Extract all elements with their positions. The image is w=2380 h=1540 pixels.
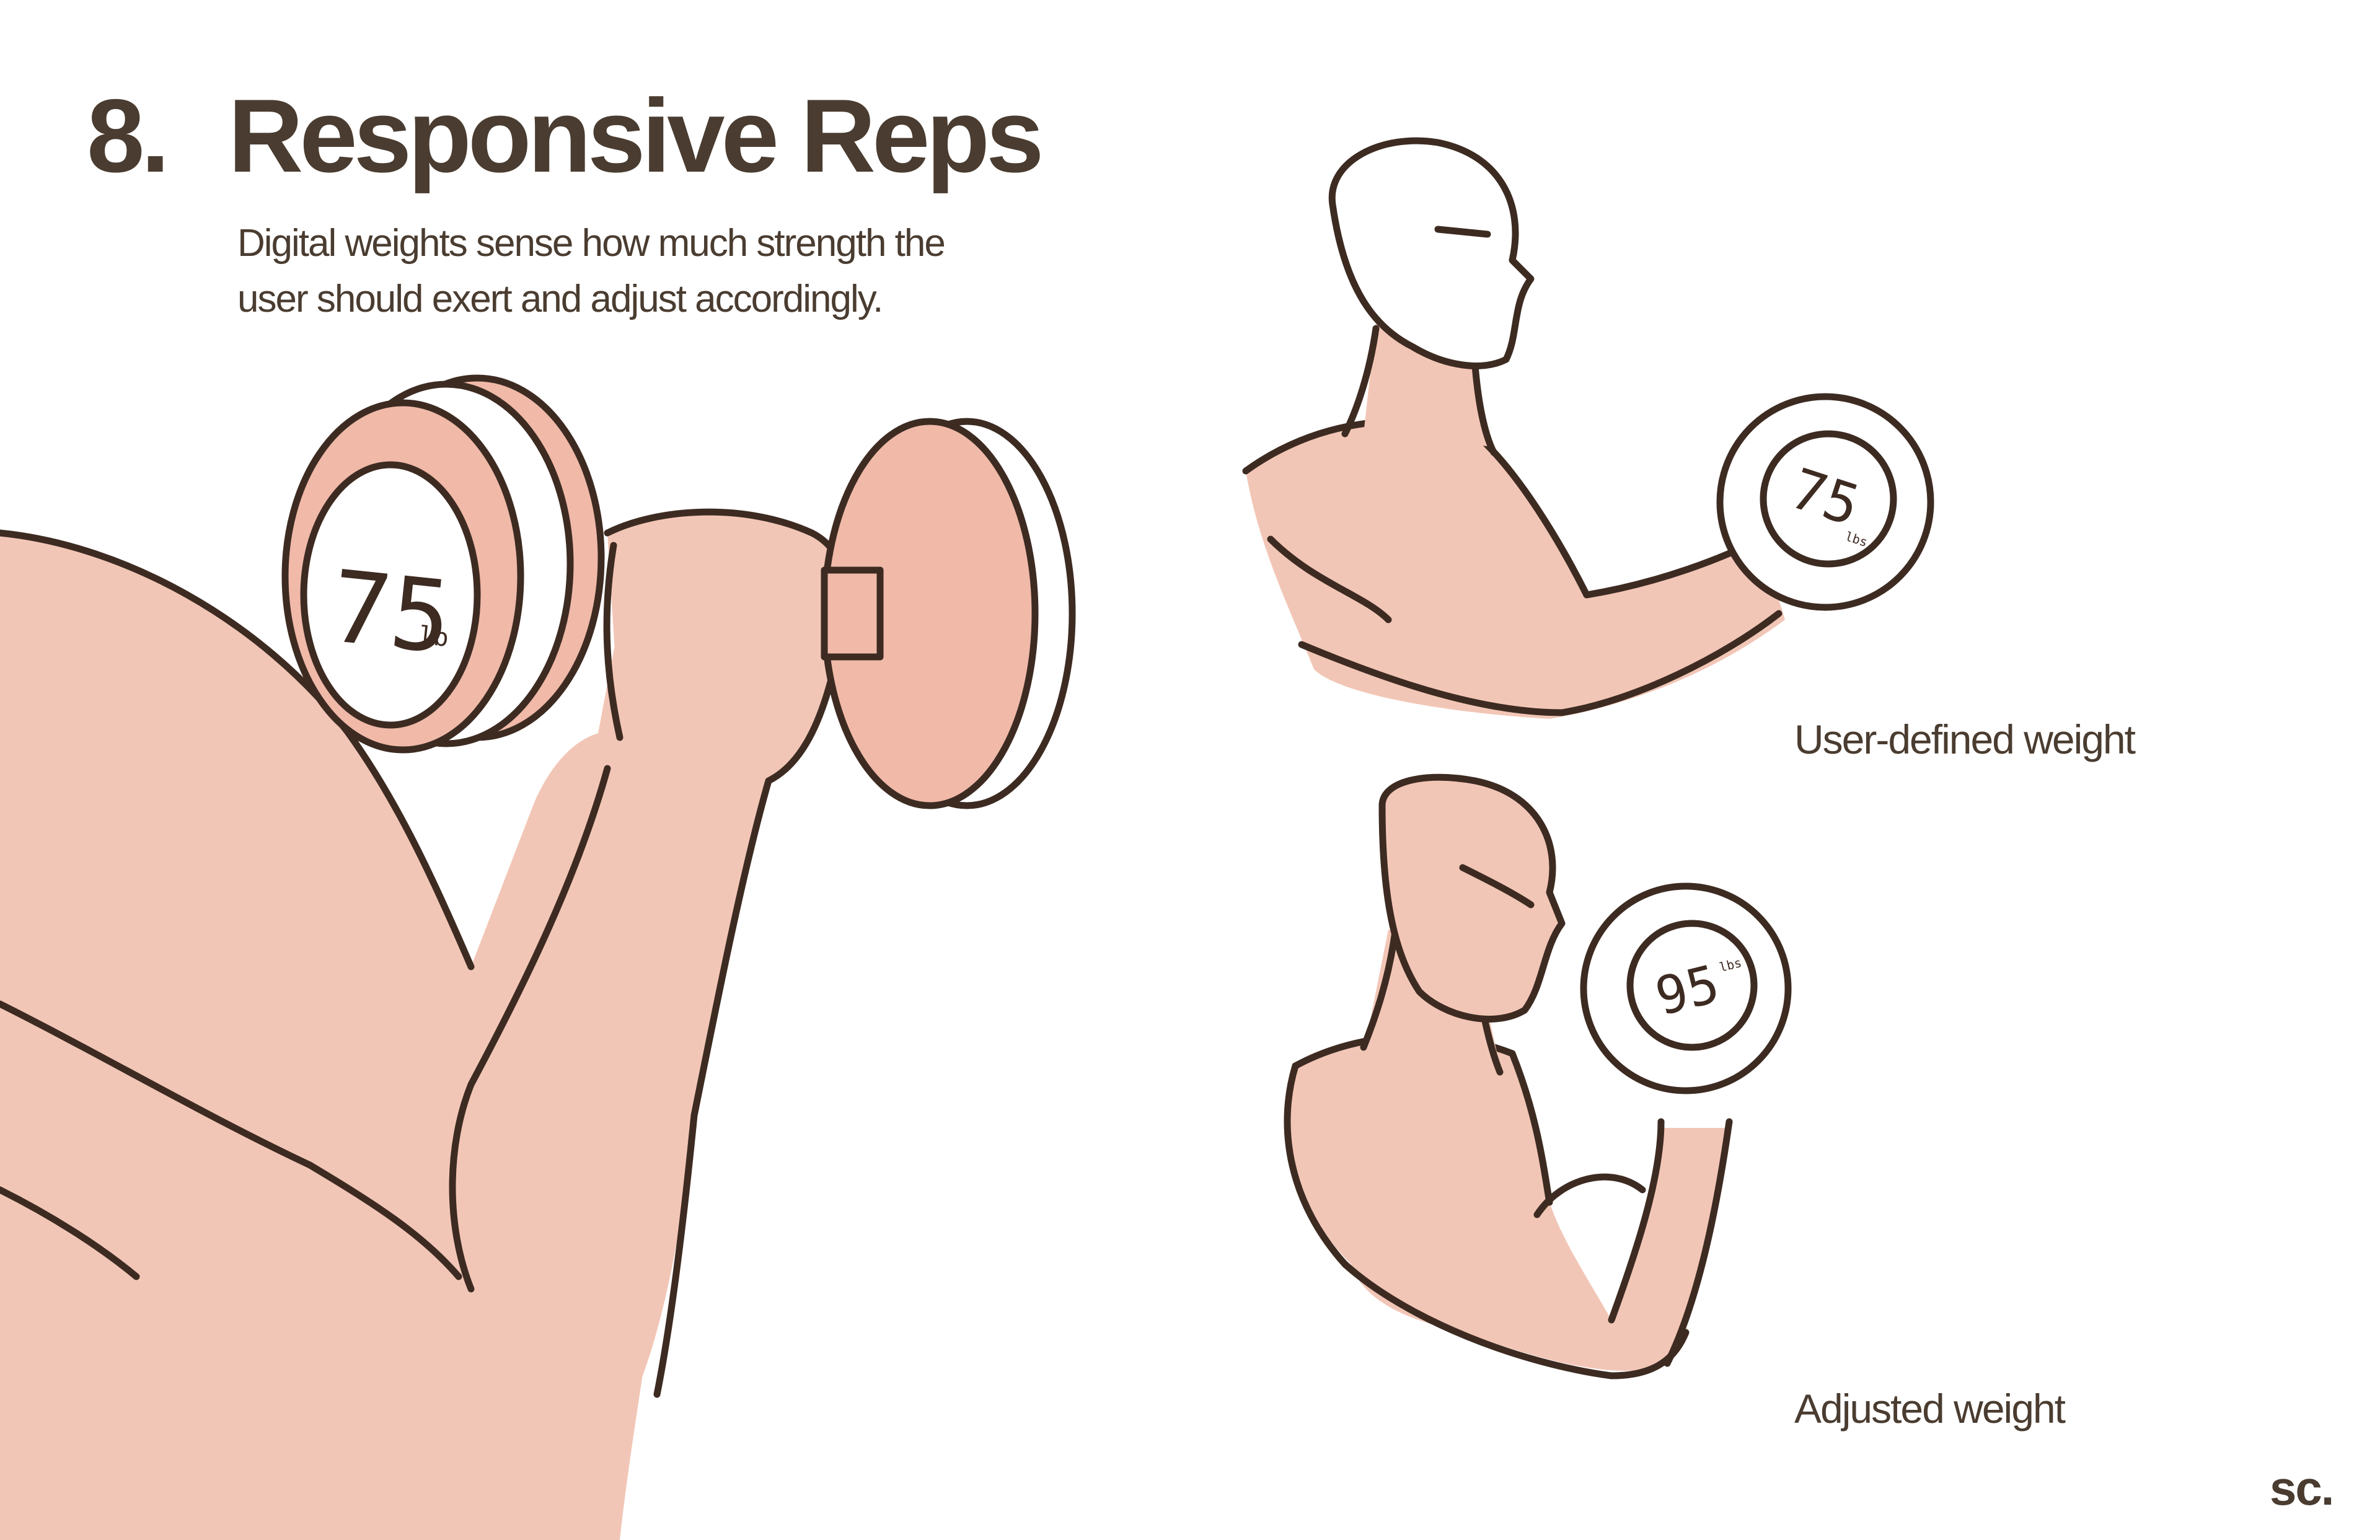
subtitle-line-2: user should exert and adjust accordingly… [237, 278, 883, 320]
section-number: 8. [87, 77, 170, 194]
top-figure: 75 lbs [1242, 137, 1934, 719]
brand-logo: sc. [2270, 1461, 2334, 1515]
large-dumbbell-unit: lb [417, 621, 450, 653]
bottom-dumbbell-value: 95 [1649, 953, 1725, 1027]
title-text: Responsive Reps [228, 77, 1044, 194]
subtitle-line-1: Digital weights sense how much strength … [237, 222, 946, 265]
large-dumbbell: 75 lb [281, 374, 1076, 809]
caption-adjusted-weight: Adjusted weight [1794, 1386, 2066, 1432]
page-title: 8. Responsive Reps [87, 77, 1044, 194]
large-dumbbell-value: 75 [325, 548, 456, 676]
bottom-figure: 95 lbs [1284, 773, 1792, 1379]
subtitle: Digital weights sense how much strength … [237, 216, 1167, 327]
large-arm-illustration [0, 508, 853, 1540]
caption-user-defined-weight: User-defined weight [1794, 716, 2136, 762]
